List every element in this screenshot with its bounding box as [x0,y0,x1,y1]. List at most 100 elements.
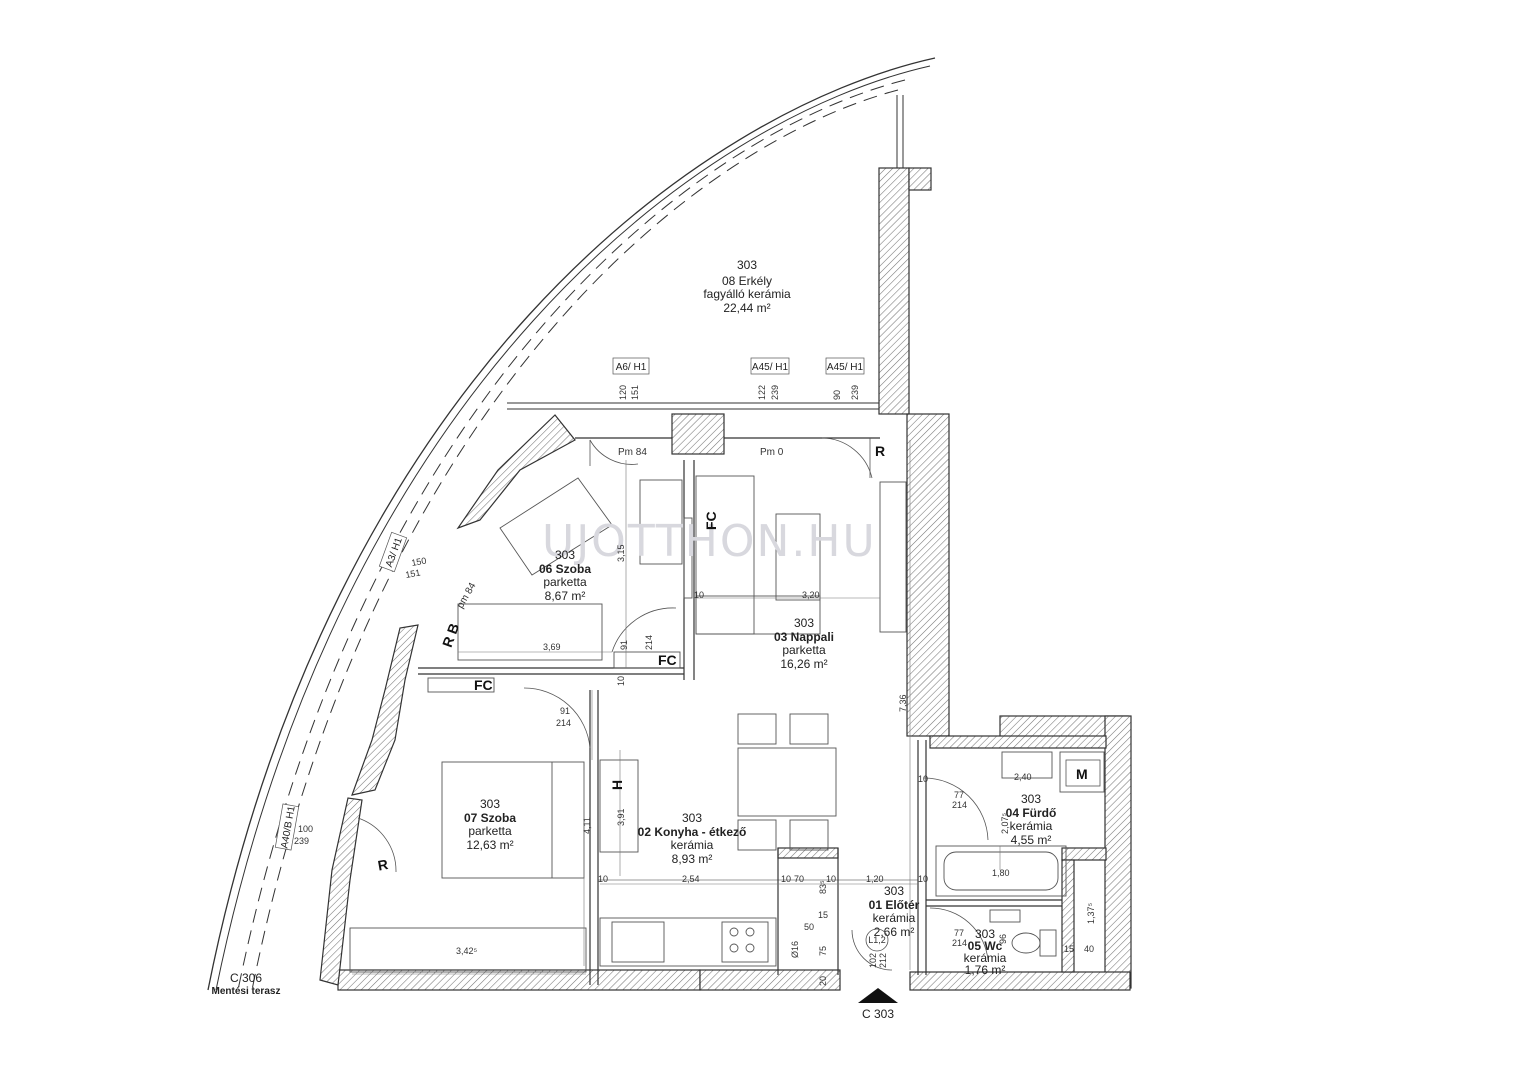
balcony-outline [507,95,904,410]
svg-text:1,37⁵: 1,37⁵ [1086,902,1096,924]
svg-text:10: 10 [918,874,928,884]
svg-text:3,91: 3,91 [616,808,626,826]
walls [319,167,1132,991]
svg-text:214: 214 [556,718,571,728]
svg-text:8,67 m²: 8,67 m² [545,589,586,603]
svg-text:3,20: 3,20 [802,590,820,600]
svg-text:L1,2: L1,2 [868,935,886,945]
svg-text:FC: FC [703,511,719,530]
room-label-nappali: 303 03 Nappali parketta 16,26 m² [774,616,834,671]
room-label-furdo: 303 04 Fürdő kerámia 4,55 m² [1006,792,1057,847]
window-dims: 120 151 122 239 90 239 150 151 100 239 [294,385,860,846]
svg-text:R: R [376,856,389,874]
svg-text:90: 90 [832,390,842,400]
svg-text:151: 151 [405,568,422,580]
svg-text:303: 303 [480,797,500,811]
svg-text:10: 10 [616,676,626,686]
window-tags: A6/ H1 A45/ H1 A45/ H1 A3/ H1 A40/B H1 [274,357,865,851]
svg-text:91: 91 [560,706,570,716]
svg-text:77: 77 [954,790,964,800]
svg-text:214: 214 [952,938,967,948]
svg-text:16,26 m²: 16,26 m² [780,657,827,671]
svg-text:Ø16: Ø16 [790,941,800,958]
svg-text:15: 15 [818,910,828,920]
svg-text:70: 70 [794,874,804,884]
dimension-lines [352,440,1001,975]
svg-text:20: 20 [818,976,828,986]
dimension-labels: 3,15 10 3,20 91 214 3,69 10 91 214 7,36 … [456,544,1096,986]
svg-text:R B: R B [439,621,462,649]
svg-text:102: 102 [868,953,878,968]
svg-text:303: 303 [884,884,904,898]
svg-text:214: 214 [644,635,654,650]
svg-text:77: 77 [954,928,964,938]
svg-text:parketta: parketta [543,575,587,589]
svg-text:96: 96 [998,934,1008,944]
svg-text:3,15: 3,15 [616,544,626,562]
svg-text:239: 239 [294,836,309,846]
svg-text:83⁵: 83⁵ [818,880,828,894]
svg-text:91: 91 [619,640,629,650]
svg-text:120: 120 [618,385,628,400]
svg-text:A45/ H1: A45/ H1 [827,362,864,373]
svg-text:22,44 m²: 22,44 m² [723,301,770,315]
room-label-wc: 303 05 Wc kerámia 1,76 m² [964,927,1007,977]
symbols: R R R B FC FC FC H M L1,2 [376,443,1101,952]
svg-text:parketta: parketta [782,643,826,657]
svg-text:M: M [1076,766,1088,782]
svg-text:10: 10 [598,874,608,884]
svg-text:150: 150 [411,556,428,568]
svg-text:H: H [609,780,625,790]
svg-text:FC: FC [474,677,493,693]
svg-text:2,40: 2,40 [1014,772,1032,782]
svg-text:50: 50 [804,922,814,932]
room-label-konyha: 303 02 Konyha - étkező kerámia 8,93 m² [638,811,747,866]
svg-text:212: 212 [878,953,888,968]
svg-text:2,54: 2,54 [682,874,700,884]
svg-text:R: R [875,443,885,459]
svg-text:3,69: 3,69 [543,642,561,652]
svg-text:2,07⁵: 2,07⁵ [1000,812,1010,834]
svg-text:4,11: 4,11 [582,817,592,834]
svg-text:8,93 m²: 8,93 m² [672,852,713,866]
svg-text:303: 303 [737,258,757,272]
room-label-eloter: 303 01 Előtér kerámia 2,66 m² [869,884,920,939]
room-label-szoba06: 303 06 Szoba parketta 8,67 m² [539,548,591,603]
svg-text:303: 303 [682,811,702,825]
room-label-terasz: C 306 Mentési terasz [212,971,281,997]
building-curve [207,57,936,991]
svg-text:40: 40 [1084,944,1094,954]
svg-text:01 Előtér: 01 Előtér [869,898,920,912]
svg-text:07 Szoba: 07 Szoba [464,811,516,825]
svg-text:08 Erkély: 08 Erkély [722,274,772,288]
svg-text:02 Konyha - étkező: 02 Konyha - étkező [638,825,747,839]
svg-text:05 Wc: 05 Wc [968,939,1003,953]
svg-text:303: 303 [975,927,995,941]
svg-text:Mentési terasz: Mentési terasz [212,986,281,997]
svg-text:15: 15 [1064,944,1074,954]
svg-text:214: 214 [952,800,967,810]
svg-text:Pm 84: Pm 84 [618,447,647,458]
svg-text:151: 151 [630,385,640,400]
svg-text:239: 239 [850,385,860,400]
svg-text:75: 75 [818,946,828,956]
svg-text:10: 10 [826,874,836,884]
svg-text:pm 84: pm 84 [455,581,479,611]
svg-text:10: 10 [918,774,928,784]
svg-text:3,42⁵: 3,42⁵ [456,946,478,956]
svg-text:Pm 0: Pm 0 [760,447,784,458]
entrance-arrow-icon [858,988,898,1003]
svg-text:100: 100 [298,824,313,834]
svg-text:kerámia: kerámia [671,838,714,852]
svg-text:fagyálló kerámia: fagyálló kerámia [703,287,791,301]
svg-text:10: 10 [781,874,791,884]
svg-text:239: 239 [770,385,780,400]
room-label-erkely: 303 08 Erkély fagyálló kerámia 22,44 m² [703,258,791,315]
svg-text:C 306: C 306 [230,971,262,985]
svg-text:A6/ H1: A6/ H1 [616,362,647,373]
svg-text:FC: FC [658,652,677,668]
svg-text:kerámia: kerámia [964,951,1007,965]
svg-text:06 Szoba: 06 Szoba [539,562,591,576]
svg-text:1,80: 1,80 [992,868,1010,878]
